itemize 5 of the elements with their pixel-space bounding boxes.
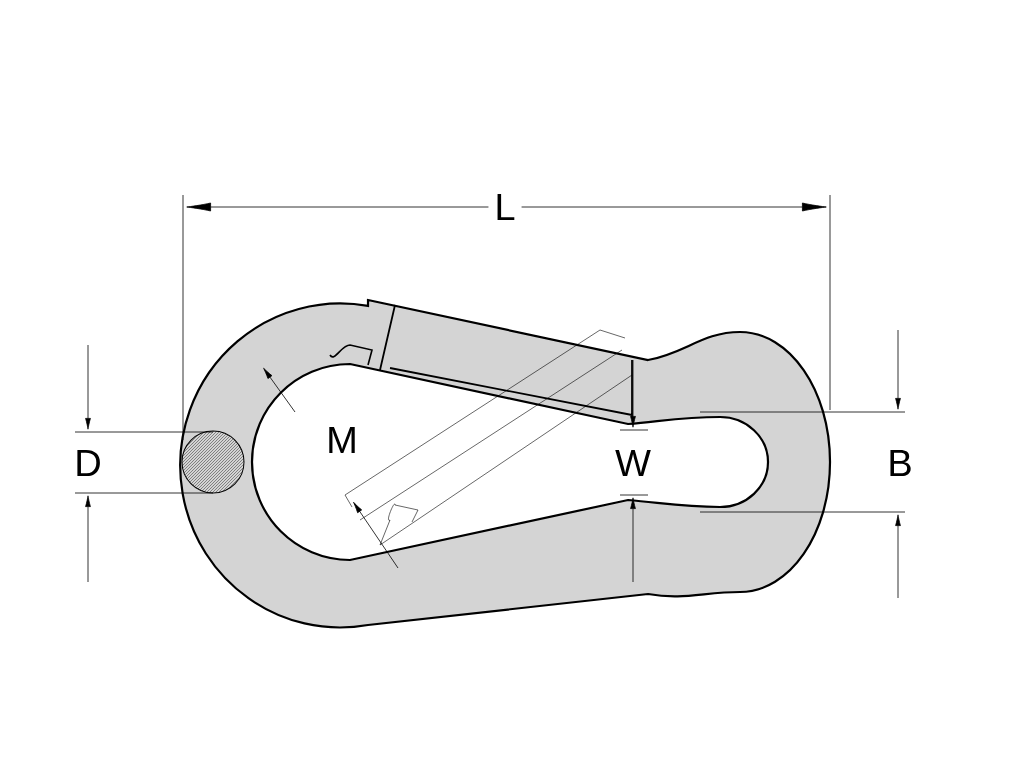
dimension-label: D xyxy=(68,443,108,483)
dimension-label: B xyxy=(881,443,919,483)
dimension-label: M xyxy=(329,426,355,454)
dimension-label: L xyxy=(488,187,522,227)
dimension-label: W xyxy=(609,443,657,483)
